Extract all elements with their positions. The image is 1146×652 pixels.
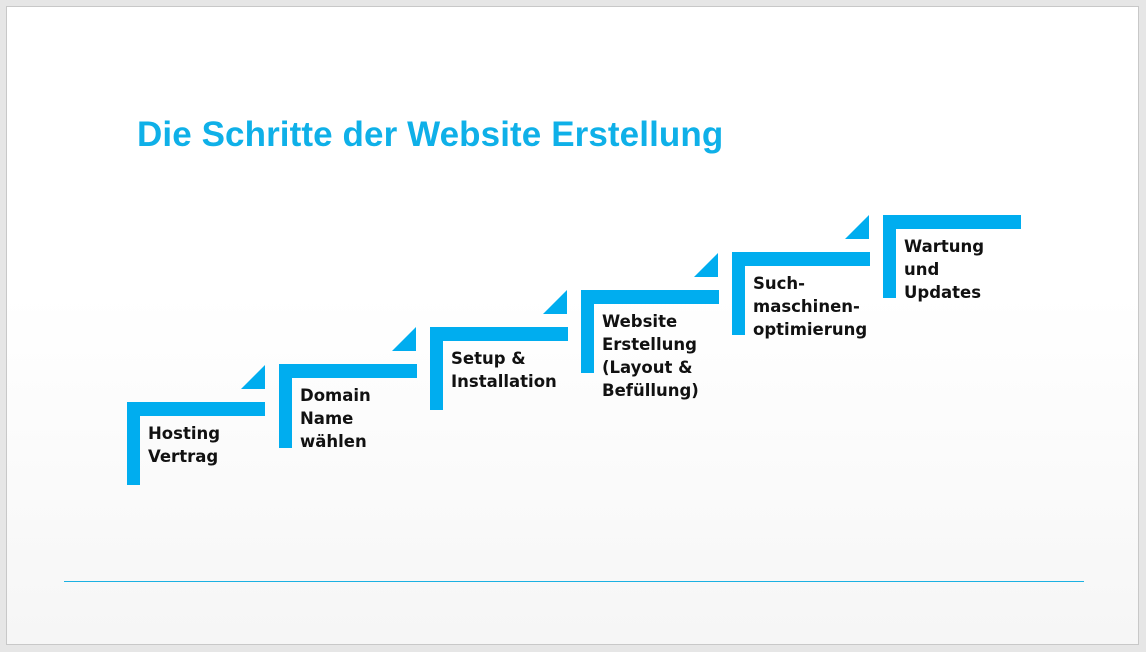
step-riser <box>581 290 594 373</box>
step-arrow-icon <box>392 327 416 351</box>
step-maintenance: Wartung und Updates <box>883 215 1023 345</box>
footer-divider <box>64 581 1084 582</box>
step-arrow-icon <box>241 365 265 389</box>
step-label: Domain Name wählen <box>300 386 371 451</box>
step-bar <box>732 252 870 266</box>
step-bar <box>883 215 1021 229</box>
step-riser <box>883 215 896 298</box>
step-setup: Setup & Installation <box>430 327 570 457</box>
step-domain: Domain Name wählen <box>279 364 419 494</box>
step-riser <box>127 402 140 485</box>
step-seo: Such- maschinen- optimierung <box>732 252 872 382</box>
slide-title: Die Schritte der Website Erstellung <box>137 115 724 154</box>
step-label: Wartung und Updates <box>904 237 985 302</box>
step-label: Hosting Vertrag <box>148 424 221 466</box>
step-bar <box>279 364 417 378</box>
step-arrow-icon <box>845 215 869 239</box>
step-label: Such- maschinen- optimierung <box>753 274 868 339</box>
step-bar <box>430 327 568 341</box>
step-riser <box>279 364 292 448</box>
step-label: Setup & Installation <box>451 349 557 391</box>
step-arrow-icon <box>543 290 567 314</box>
step-arrow-icon <box>694 253 718 277</box>
step-riser <box>732 252 745 335</box>
step-label: Website Erstellung (Layout & Befüllung) <box>602 312 699 400</box>
step-bar <box>127 402 265 416</box>
slide: Die Schritte der Website Erstellung Host… <box>6 6 1139 645</box>
step-website-creation: Website Erstellung (Layout & Befüllung) <box>581 290 721 420</box>
step-bar <box>581 290 719 304</box>
step-riser <box>430 327 443 410</box>
step-hosting: Hosting Vertrag <box>127 402 267 532</box>
